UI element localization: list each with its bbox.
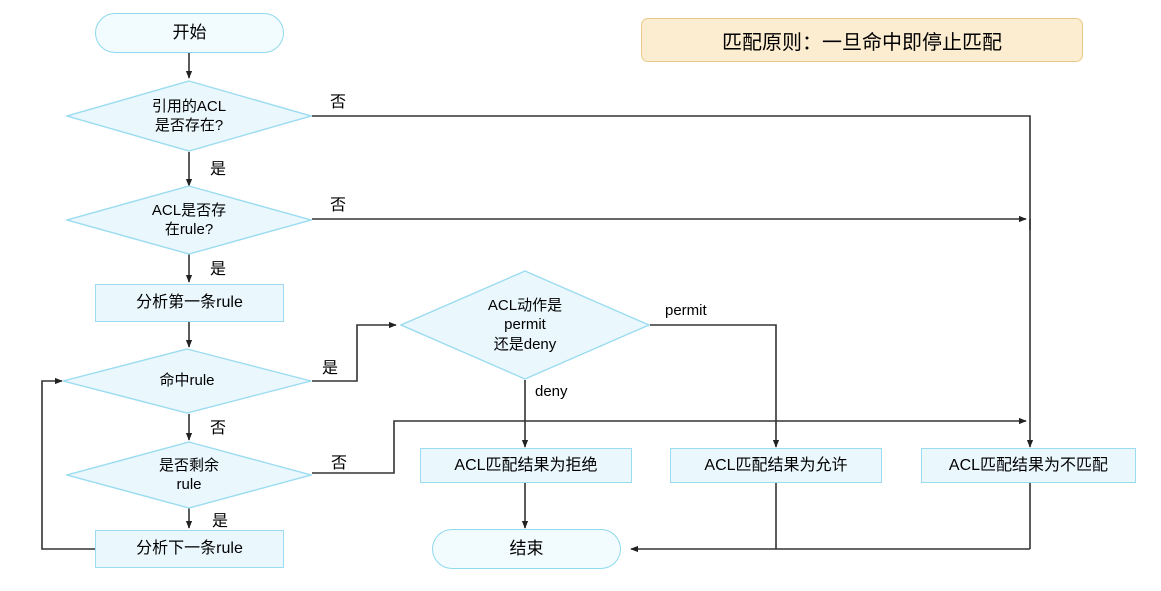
node-decision-remaining-rule[interactable]: 是否剩余 rule <box>66 441 312 509</box>
edge-label-hit-rule-no: 否 <box>210 420 227 437</box>
diamond-shape <box>62 348 312 414</box>
edge-label-action-deny: deny <box>535 383 568 400</box>
node-label: ACL动作是 permit 还是deny <box>487 296 563 353</box>
diamond-shape <box>400 270 650 380</box>
edge-label-remaining-no: 否 <box>331 455 348 472</box>
edge-label-remaining-yes: 是 <box>212 513 229 530</box>
node-end[interactable]: 结束 <box>432 529 621 569</box>
node-result-permit[interactable]: ACL匹配结果为允许 <box>670 448 882 483</box>
node-label: 命中rule <box>159 372 215 390</box>
node-decision-rule-exists[interactable]: ACL是否存 在rule? <box>66 185 312 255</box>
node-analyze-next-rule[interactable]: 分析下一条rule <box>95 530 284 568</box>
node-start[interactable]: 开始 <box>95 13 284 53</box>
diamond-shape <box>66 80 312 152</box>
node-analyze-first-rule[interactable]: 分析第一条rule <box>95 284 284 322</box>
edge-label-acl-exists-yes: 是 <box>210 161 227 178</box>
matching-principle-note: 匹配原则：一旦命中即停止匹配 <box>641 18 1083 62</box>
diamond-shape <box>66 441 312 509</box>
node-result-nomatch[interactable]: ACL匹配结果为不匹配 <box>921 448 1136 483</box>
node-result-deny[interactable]: ACL匹配结果为拒绝 <box>420 448 632 483</box>
edge-label-action-permit: permit <box>665 302 707 319</box>
edge-label-acl-exists-no: 否 <box>330 94 347 111</box>
node-label: ACL是否存 在rule? <box>151 201 227 239</box>
node-label: 引用的ACL 是否存在? <box>151 97 227 135</box>
node-decision-acl-exists[interactable]: 引用的ACL 是否存在? <box>66 80 312 152</box>
edge-label-rule-exists-no: 否 <box>330 197 347 214</box>
diamond-shape <box>66 185 312 255</box>
node-decision-hit-rule[interactable]: 命中rule <box>62 348 312 414</box>
node-label: 是否剩余 rule <box>158 456 219 494</box>
node-decision-acl-action[interactable]: ACL动作是 permit 还是deny <box>400 270 650 380</box>
edge-label-hit-rule-yes: 是 <box>322 360 339 377</box>
edge-label-rule-exists-yes: 是 <box>210 261 227 278</box>
